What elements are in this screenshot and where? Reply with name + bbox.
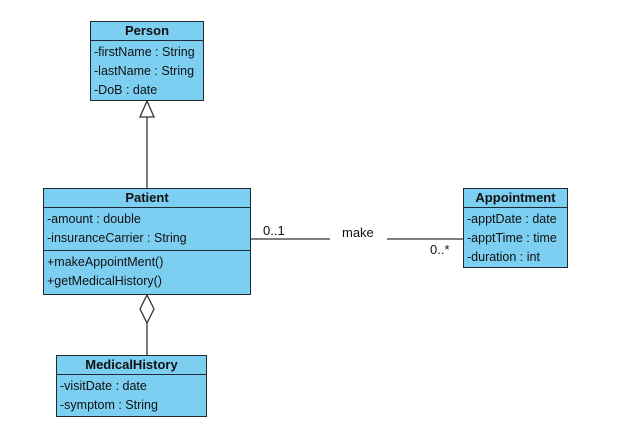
attribute: -firstName : String bbox=[94, 45, 195, 59]
class-name: Person bbox=[91, 22, 203, 41]
association-name: make bbox=[342, 225, 374, 240]
attribute: -DoB : date bbox=[94, 83, 158, 97]
attribute: -duration : int bbox=[467, 250, 540, 264]
class-name: Appointment bbox=[464, 189, 567, 208]
class-name: Patient bbox=[44, 189, 250, 208]
attribute: -visitDate : date bbox=[60, 379, 147, 393]
generalization-arrowhead bbox=[139, 99, 155, 118]
class-appointment[interactable]: Appointment -apptDate : date -apptTime :… bbox=[463, 188, 568, 268]
attributes-section: -firstName : String -lastName : String -… bbox=[91, 41, 203, 102]
attribute: -insuranceCarrier : String bbox=[47, 231, 187, 245]
attribute: -lastName : String bbox=[94, 64, 195, 78]
aggregation-diamond bbox=[139, 293, 155, 325]
class-medical-history[interactable]: MedicalHistory -visitDate : date -sympto… bbox=[56, 355, 207, 417]
attribute: -apptDate : date bbox=[467, 212, 557, 226]
class-name: MedicalHistory bbox=[57, 356, 206, 375]
multiplicity-appointment: 0..* bbox=[430, 242, 450, 257]
attributes-section: -apptDate : date -apptTime : time -durat… bbox=[464, 208, 567, 269]
operations-section: +makeAppointMent() +getMedicalHistory() bbox=[44, 250, 250, 293]
attribute: -symptom : String bbox=[60, 398, 158, 412]
operation: +makeAppointMent() bbox=[47, 255, 164, 269]
multiplicity-patient: 0..1 bbox=[263, 223, 285, 238]
attribute: -amount : double bbox=[47, 212, 141, 226]
class-patient[interactable]: Patient -amount : double -insuranceCarri… bbox=[43, 188, 251, 295]
attributes-section: -visitDate : date -symptom : String bbox=[57, 375, 206, 417]
class-person[interactable]: Person -firstName : String -lastName : S… bbox=[90, 21, 204, 101]
operation: +getMedicalHistory() bbox=[47, 274, 162, 288]
attribute: -apptTime : time bbox=[467, 231, 557, 245]
attributes-section: -amount : double -insuranceCarrier : Str… bbox=[44, 208, 250, 250]
